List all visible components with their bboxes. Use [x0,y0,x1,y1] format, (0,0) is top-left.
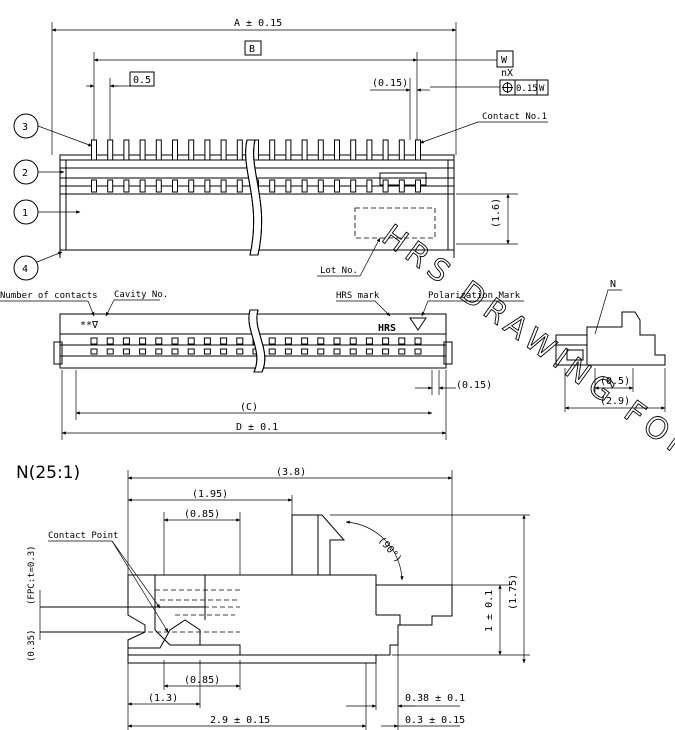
angle-label: (90°) [376,535,404,565]
front-contact [349,337,357,355]
contact-pin [139,139,146,193]
contact-pin [107,139,114,193]
tol-datum-label: W [539,84,545,94]
dim-195-label: (1.95) [192,489,228,500]
side-n-label: N [610,279,616,290]
polarization-mark-label: Polarization Mark [428,291,521,301]
side-dim-05-label: (0.5) [600,376,630,387]
front-contact [139,337,147,355]
dim-085-top-label: (0.85) [184,509,220,520]
svg-text:4: 4 [22,264,28,275]
front-contact [414,337,422,355]
hrs-mark-label: HRS mark [336,291,380,301]
front-contact [220,337,228,355]
front-view: Number of contacts Cavity No. **∇ HRS ma… [0,290,524,440]
front-contact [333,337,341,355]
front-contact [106,337,114,355]
contact-pin [236,139,243,193]
contact-pin [172,139,178,193]
dim-03-label: 0.3 ± 0.15 [405,715,465,726]
dim-a-label: A ± 0.15 [234,18,282,29]
contact-pin [285,139,292,193]
fpc-label: (FPC:t=0.3) [27,545,37,605]
contact-point-label: Contact Point [48,531,118,541]
detail-title: N(25:1) [16,463,80,483]
contact-pin [382,139,389,193]
hrs-logo: HRS [378,323,396,334]
detail-view: N(25:1) (3.8) (1.95) (0.85) (FPC:t=0.3) … [16,463,530,730]
dim-015-label: (0.15) [372,78,408,89]
dim-c-label: (C) [240,402,258,413]
front-contact [365,337,373,355]
front-contacts [90,337,422,355]
front-contact [301,337,309,355]
dim-038-label: 0.38 ± 0.1 [405,693,465,704]
contact-pin [220,139,227,193]
contact-pin [317,139,324,193]
svg-text:2: 2 [22,168,28,179]
dim-05-label: 0.5 [133,75,151,86]
contact-pin [334,139,340,193]
top-view: A ± 0.15 B W 0.5 (0.15) nX 0.15 W [13,18,549,281]
dim-1-label: 1 ± 0.1 [484,590,495,632]
contact-pin [188,139,195,193]
dim-13-label: (1.3) [148,693,178,704]
front-contact [382,337,390,355]
dim-175-label: (1.75) [508,574,519,610]
front-contact [122,337,130,355]
contact-no1-label: Contact No.1 [482,112,547,122]
front-contact [317,337,325,355]
dim-085-bot-label: (0.85) [184,675,220,686]
tol-nx-label: nX [501,68,513,79]
front-contact [155,337,163,355]
side-view: N (0.5) (2.9) [555,279,666,412]
front-contact [203,337,211,355]
callout-4: 4 [13,251,63,281]
cavity-no-label: Cavity No. [114,290,168,300]
svg-text:3: 3 [22,122,28,133]
tol-value-label: 0.15 [516,84,538,94]
contact-pin [269,139,276,193]
contact-pin [350,139,357,193]
dim-16-label: (1.6) [491,198,502,228]
dim-29-label: 2.9 ± 0.15 [210,715,270,726]
dim-38-label: (3.8) [276,467,306,478]
front-dim-015-label: (0.15) [456,380,492,391]
number-of-contacts-label: Number of contacts [0,291,98,301]
front-contact [398,337,406,355]
front-contact [284,337,292,355]
contact-pin [366,139,373,193]
callout-2: 2 [13,159,65,185]
contact-pin [91,139,97,193]
contact-pin [155,139,162,193]
dim-035-label: (0.35) [27,629,37,662]
lot-no-label: Lot No. [320,266,358,276]
callout-1: 1 [13,199,81,225]
side-dim-29-label: (2.9) [600,396,630,407]
datum-w-label: W [501,55,508,66]
front-contact [268,337,276,355]
contact-pin [398,139,405,193]
front-contact [171,337,179,355]
front-contact [187,337,195,355]
dim-b-label: B [249,44,255,55]
svg-text:1: 1 [22,208,28,219]
front-contact [236,337,244,355]
front-contact [90,337,98,355]
dim-d-label: D ± 0.1 [236,422,278,433]
contact-pin [123,139,130,193]
contact-pin [301,139,308,193]
callout-3: 3 [13,113,93,147]
contact-pin [415,139,421,193]
contact-pin [204,139,211,193]
cavity-marks: **∇ [80,320,99,331]
top-contacts [91,139,421,193]
